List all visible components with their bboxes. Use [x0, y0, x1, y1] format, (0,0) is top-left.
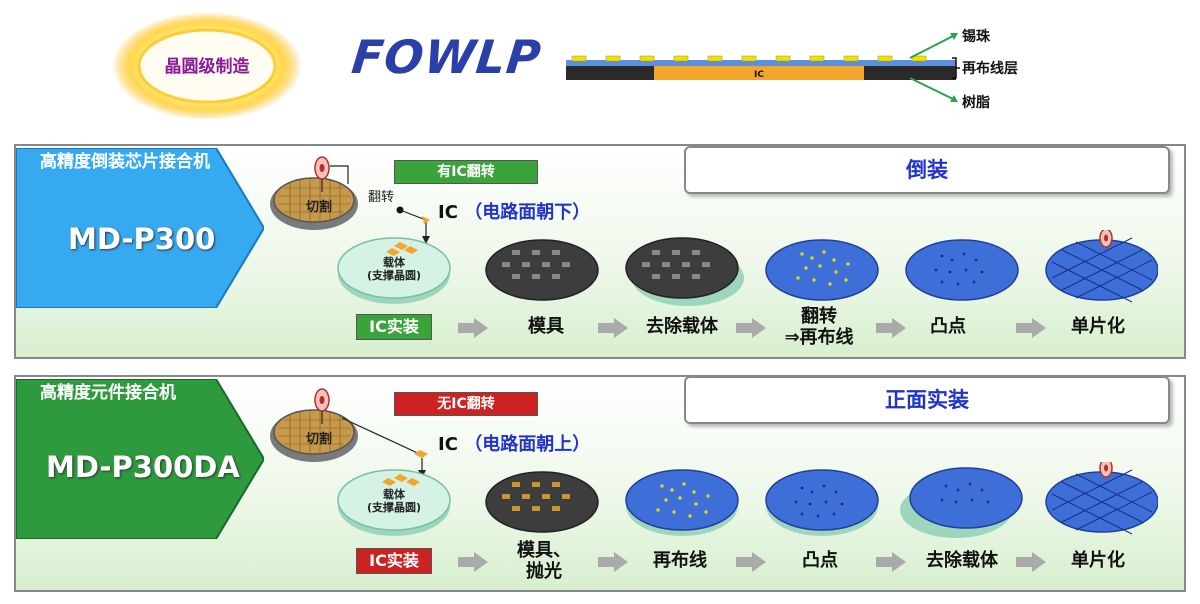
molded-wafer-1: [485, 239, 599, 301]
pick-path-2: [341, 417, 428, 478]
molded-polished-wafer-2: [485, 471, 599, 533]
singulated-wafer-2: [1045, 462, 1158, 535]
flip-text-1: 翻转: [368, 190, 395, 205]
ic-orientation-text-1: （电路面朝下）: [464, 202, 591, 223]
step-flip-rdl-1: 翻转 ⇒再布线: [784, 306, 854, 348]
cut-label-2: 切割: [306, 432, 333, 447]
ic-orientation-1: IC （电路面朝下）: [438, 198, 590, 224]
mode-box-flip-chip: 倒装: [684, 146, 1170, 194]
fowlp-structure-diagram: IC: [566, 55, 956, 80]
step-mold-1: 模具: [528, 316, 564, 337]
process-wafers-1: [337, 230, 1158, 306]
solder-ball-label: 锡珠: [962, 29, 990, 45]
step-bump-1: 凸点: [930, 316, 966, 337]
gray-arrow-2d: [876, 552, 906, 572]
mode-box-face-up: 正面实装: [684, 376, 1170, 424]
sun-label: 晶圆级制造: [164, 57, 250, 77]
bumped-wafer-2: [765, 469, 879, 536]
carrier-wafer-1: [337, 237, 451, 304]
gray-arrow-2a: [458, 552, 488, 572]
ic-orientation-2: IC （电路面朝上）: [438, 430, 590, 456]
gray-arrow-1a: [458, 318, 488, 338]
mount-badge-1: IC实装: [356, 314, 432, 340]
machine-title-1: 高精度倒装芯片接合机: [40, 152, 210, 172]
gray-arrow-1d: [876, 318, 906, 338]
carrier-label-2: 载体 (支撑晶圆): [366, 488, 422, 514]
flipped-rdl-wafer-1: [765, 239, 879, 301]
gray-arrow-1b: [598, 318, 628, 338]
machine-arrow-1: [16, 148, 264, 308]
resin-label: 树脂: [962, 95, 990, 111]
redistribution-layer-label: 再布线层: [962, 61, 1018, 77]
machine-arrow-2: [16, 379, 264, 539]
fowlp-logo: FOWLP: [349, 30, 545, 84]
gray-arrow-1e: [1016, 318, 1046, 338]
flip-badge-1: 有IC翻转: [394, 160, 538, 184]
ic-label-1: IC: [438, 202, 458, 223]
cut-label-1: 切割: [306, 200, 333, 215]
gray-arrow-2b: [598, 552, 628, 572]
diced-wafer-icon: [270, 156, 358, 230]
step-singulate-1: 单片化: [1071, 316, 1125, 337]
step-bump-2: 凸点: [802, 550, 838, 571]
gray-arrow-1c: [736, 318, 766, 338]
ic-orientation-text-2: （电路面朝上）: [464, 434, 591, 455]
step-singulate-2: 单片化: [1071, 550, 1125, 571]
structure-ic-label: IC: [754, 70, 764, 80]
sun-graphic: [112, 12, 302, 120]
step-mold-polish-2: 模具、 抛光: [517, 540, 571, 582]
machine-model-1: MD-P300: [68, 222, 216, 256]
carrier-removed-wafer-1: [625, 237, 744, 306]
step-remove-carrier-2: 去除载体: [926, 550, 998, 571]
machine-title-2: 高精度元件接合机: [40, 383, 176, 403]
carrier-removed-wafer-2: [900, 467, 1023, 538]
carrier-wafer-2: [337, 469, 451, 536]
rdl-wafer-2: [625, 469, 739, 536]
step-rdl-2: 再布线: [653, 550, 707, 571]
singulated-wafer-1: [1045, 230, 1158, 303]
flip-badge-2: 无IC翻转: [394, 392, 538, 416]
mount-badge-2: IC实装: [356, 548, 432, 574]
ic-label-2: IC: [438, 434, 458, 455]
gray-arrow-2e: [1016, 552, 1046, 572]
process-wafers-2: [337, 462, 1158, 538]
gray-arrow-2c: [736, 552, 766, 572]
step-remove-carrier-1: 去除载体: [646, 316, 718, 337]
carrier-label-1: 载体 (支撑晶圆): [366, 256, 422, 282]
flip-path-1: [396, 206, 430, 244]
machine-model-2: MD-P300DA: [46, 450, 240, 484]
structure-leader-lines: [909, 33, 960, 102]
bumped-wafer-1: [905, 239, 1019, 301]
diced-wafer-icon-2: [270, 388, 358, 462]
